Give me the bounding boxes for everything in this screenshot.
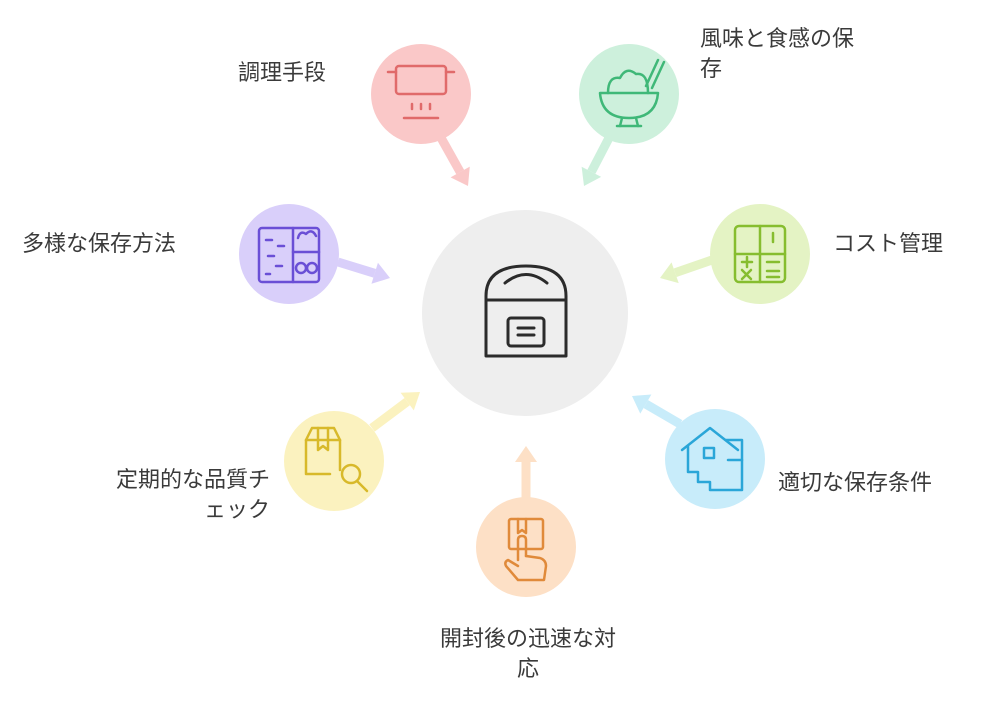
label-cost: コスト管理 (833, 232, 944, 257)
node-cost (710, 204, 810, 304)
house-icon (680, 426, 744, 492)
bento-box-icon (257, 226, 321, 284)
arrowhead-flavor (581, 166, 602, 186)
node-storage-methods (239, 204, 339, 304)
connector-storage-methods (336, 257, 377, 278)
label-after-opening: 開封後の迅速な対 応 (439, 627, 616, 682)
connector-quality-check (369, 398, 410, 432)
label-quality-check: 定期的な品質チ ェック (115, 468, 270, 523)
rice-bowl-icon (598, 58, 666, 128)
label-flavor: 風味と食感の保 存 (700, 27, 855, 82)
rice-cooker-icon (484, 264, 568, 358)
node-cooking (371, 44, 471, 144)
node-after-opening (476, 497, 576, 597)
connector-cooking (436, 133, 465, 175)
label-storage-methods: 多様な保存方法 (22, 232, 177, 257)
cooking-pot-icon (386, 64, 456, 120)
arrowhead-conditions (632, 394, 652, 414)
node-conditions (665, 409, 765, 509)
calculator-icon (733, 224, 787, 284)
connector-flavor (587, 133, 614, 174)
arrowhead-cost (660, 262, 679, 284)
node-flavor (579, 44, 679, 144)
arrowhead-quality-check (400, 392, 420, 411)
hand-box-icon (504, 517, 548, 582)
label-conditions: 適切な保存条件 (778, 471, 933, 496)
arrowhead-after-opening (515, 446, 537, 462)
connector-cost (673, 255, 714, 278)
node-quality-check (284, 411, 384, 511)
label-cooking: 調理手段 (238, 61, 327, 86)
center-node (422, 210, 628, 416)
connector-conditions (643, 400, 683, 428)
arrowhead-cooking (450, 166, 470, 186)
arrowhead-storage-methods (371, 262, 390, 284)
package-search-icon (304, 426, 369, 493)
